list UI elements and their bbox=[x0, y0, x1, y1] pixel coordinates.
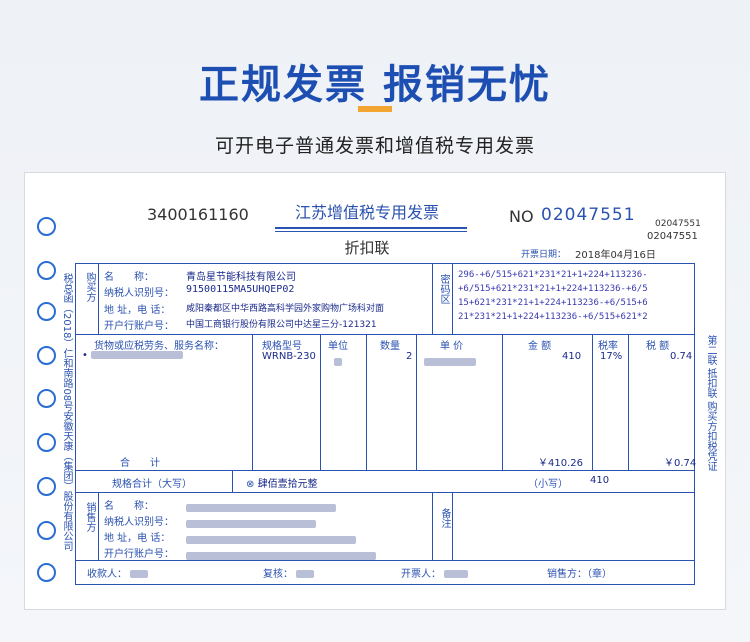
remarks-label: 备注 bbox=[439, 508, 450, 528]
invoice-no-label: NO bbox=[509, 207, 534, 226]
item-bullet: • bbox=[82, 350, 88, 361]
invoice-side-number: 02047551 bbox=[655, 219, 701, 229]
binding-hole-icon bbox=[37, 261, 56, 280]
item-rate: 17% bbox=[600, 351, 623, 362]
buyer-name-label: 名 称： bbox=[104, 272, 154, 283]
redacted-seller-name bbox=[186, 497, 336, 516]
header-unit: 单位 bbox=[328, 341, 348, 352]
header-item-name: 货物或应税劳务、服务名称： bbox=[94, 341, 224, 352]
grand-total-words-text: 肆佰壹拾元整 bbox=[257, 479, 318, 490]
grand-total-words: ⊗ 肆佰壹拾元整 bbox=[246, 475, 318, 490]
binding-hole-icon bbox=[37, 521, 56, 540]
table-row: • bbox=[82, 350, 184, 361]
footer-reviewer: 复核： bbox=[263, 565, 315, 580]
seller-address-label: 地 址，电 话： bbox=[104, 533, 171, 544]
invoice-no-value: 02047551 bbox=[541, 205, 636, 225]
binding-hole-icon bbox=[37, 433, 56, 452]
binding-hole-icon bbox=[37, 217, 56, 236]
total-tax: ￥0.74 bbox=[664, 458, 697, 469]
seller-tax-label: 纳税人识别号： bbox=[104, 517, 174, 528]
header-price: 单 价 bbox=[440, 341, 464, 352]
title-underline bbox=[275, 227, 467, 229]
cipher-line: +6/515+621*231*21+1+224+113236-+6/5 bbox=[458, 284, 648, 294]
hero-title: 正规发票 报销无忧 bbox=[199, 62, 551, 108]
footer-payee: 收款人： bbox=[87, 565, 149, 580]
grand-total-small-value: 410 bbox=[590, 475, 610, 486]
redacted-unit bbox=[334, 351, 342, 370]
invoice-sheet: 3400161160 江苏增值税专用发票 折扣联 NO 02047551 020… bbox=[24, 172, 726, 610]
invoice-date-label: 开票日期： bbox=[521, 250, 567, 260]
cipher-area-label: 密码区 bbox=[438, 274, 449, 304]
total-label: 合 计 bbox=[120, 458, 160, 469]
total-amount: ￥410.26 bbox=[538, 458, 583, 469]
item-model: WRNB-230 bbox=[262, 351, 316, 362]
footer-drawer: 开票人： bbox=[401, 565, 469, 580]
redacted-seller-bank bbox=[186, 545, 376, 564]
buyer-section-label: 购买方 bbox=[84, 272, 95, 302]
close-circle-icon: ⊗ bbox=[246, 479, 255, 490]
header-model: 规格型号 bbox=[262, 341, 302, 352]
seller-bank-label: 开户行账户号： bbox=[104, 549, 174, 560]
buyer-tax-value: 91500115MA5UHQEP02 bbox=[186, 284, 295, 295]
binding-hole-icon bbox=[37, 302, 56, 321]
cipher-line: 296-+6/515+621*231*21+1+224+113236- bbox=[458, 270, 648, 280]
binding-hole-icon bbox=[37, 477, 56, 496]
invoice-grid: 购买方 名 称： 青岛星节能科技有限公司 纳税人识别号： 91500115MA5… bbox=[75, 263, 697, 585]
hero-subtitle: 可开电子普通发票和增值税专用发票 bbox=[214, 135, 535, 157]
invoice-date-value: 2018年04月16日 bbox=[575, 250, 656, 261]
header-amount: 金 额 bbox=[528, 341, 552, 352]
redacted-price bbox=[424, 351, 476, 370]
item-amount: 410 bbox=[562, 351, 582, 362]
title-underline bbox=[275, 231, 467, 232]
buyer-address-label: 地 址，电 话： bbox=[104, 305, 171, 316]
invoice-code: 3400161160 bbox=[147, 205, 249, 224]
invoice-title: 江苏增值税专用发票 bbox=[294, 203, 439, 222]
buyer-bank-value: 中国工商银行股份有限公司中达星三分-121321 bbox=[186, 320, 377, 330]
cipher-line: 15+621*231*21+1+224+113236-+6/515+6 bbox=[458, 298, 648, 308]
header-rate: 税率 bbox=[598, 341, 618, 352]
buyer-tax-label: 纳税人识别号： bbox=[104, 288, 174, 299]
grand-total-label: 规格合计（大写） bbox=[112, 479, 192, 490]
header-qty: 数量 bbox=[380, 341, 400, 352]
binding-hole-icon bbox=[37, 563, 56, 582]
redacted-seller-address bbox=[186, 529, 356, 548]
footer-drawer-label: 开票人： bbox=[401, 569, 441, 580]
buyer-name-value: 青岛星节能科技有限公司 bbox=[186, 272, 296, 283]
footer-reviewer-label: 复核： bbox=[263, 569, 293, 580]
seller-name-label: 名 称： bbox=[104, 501, 154, 512]
grand-total-small-label: （小写） bbox=[528, 479, 568, 490]
cipher-line: 21*231*21+1+224+113236-+6/515+621*2 bbox=[458, 312, 648, 322]
redacted-seller-tax bbox=[186, 513, 316, 532]
buyer-address-value: 咸阳秦都区中华西路高科学园外家购物广场科对面 bbox=[186, 304, 385, 314]
buyer-bank-label: 开户行账户号： bbox=[104, 321, 174, 332]
item-qty: 2 bbox=[406, 351, 413, 362]
binding-hole-icon bbox=[37, 346, 56, 365]
footer-seller-stamp: 销售方：（章） bbox=[547, 569, 612, 580]
invoice-copy-name: 折扣联 bbox=[344, 239, 390, 257]
binding-hole-icon bbox=[37, 389, 56, 408]
hero-accent-bar bbox=[358, 106, 392, 112]
left-vertical-text: 税总函（2018）仁和南路08号安徽天康（集团）股份有限公司 bbox=[61, 273, 72, 552]
seller-section-label: 销售方 bbox=[84, 502, 95, 532]
redacted-item-name bbox=[91, 351, 184, 359]
right-vertical-text: 第二联 抵扣联 购买方扣税凭证 bbox=[705, 335, 716, 472]
item-tax: 0.74 bbox=[670, 351, 693, 362]
footer-payee-label: 收款人： bbox=[87, 569, 127, 580]
header-tax: 税 额 bbox=[646, 341, 670, 352]
invoice-side-number: 02047551 bbox=[647, 231, 698, 242]
